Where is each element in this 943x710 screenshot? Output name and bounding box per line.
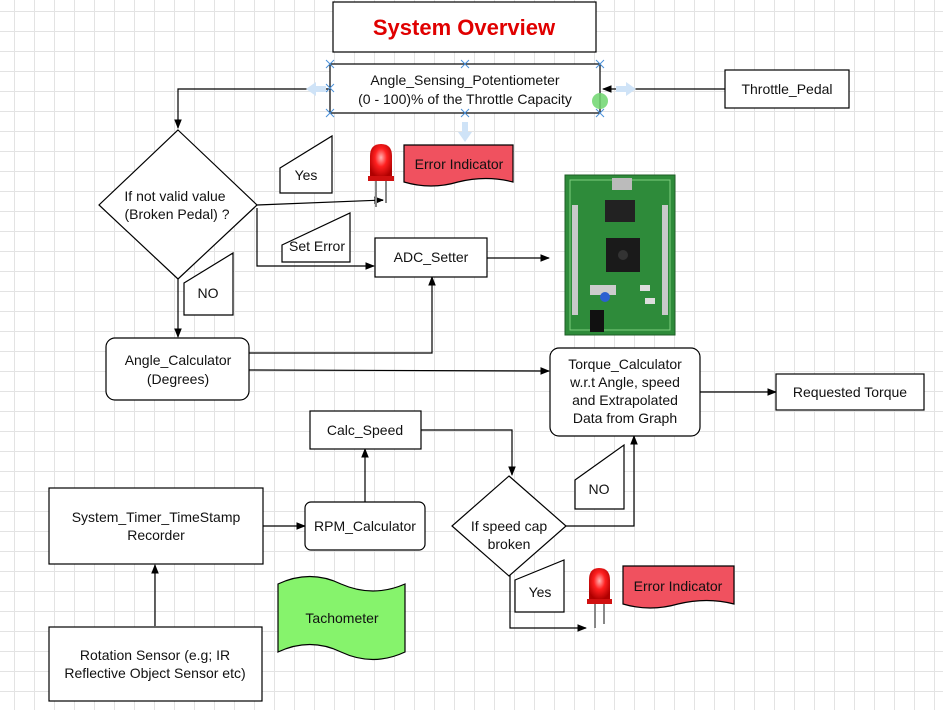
valid-check-line1: If not valid value xyxy=(124,188,225,204)
angle-calculator-line2: (Degrees) xyxy=(147,371,209,387)
led-icon xyxy=(368,144,394,207)
tachometer-node[interactable]: Tachometer xyxy=(277,575,406,661)
error-indicator-1[interactable]: Error Indicator xyxy=(403,144,514,187)
throttle-node[interactable]: Throttle_Pedal xyxy=(724,69,850,109)
torque-calculator-node[interactable]: Torque_Calculator w.r.t Angle, speed and… xyxy=(549,347,701,437)
timer-recorder-line1: System_Timer_TimeStamp xyxy=(72,509,241,525)
adc-setter-node[interactable]: ADC_Setter xyxy=(374,237,488,278)
no-label-2[interactable]: NO xyxy=(574,443,625,510)
valid-check-decision[interactable]: If not valid value (Broken Pedal) ? xyxy=(98,129,258,280)
connect-arrow-left-icon[interactable] xyxy=(306,82,326,96)
angle-calculator-line1: Angle_Calculator xyxy=(125,352,232,368)
connect-arrow-down-icon[interactable] xyxy=(458,122,472,142)
speed-check-line2: broken xyxy=(488,536,531,552)
yes-label-2[interactable]: Yes xyxy=(514,559,565,613)
edge-valid-check-to-adc xyxy=(256,208,375,270)
adc-setter-label: ADC_Setter xyxy=(394,249,469,265)
requested-torque-label: Requested Torque xyxy=(793,384,907,400)
torque-calculator-line4: Data from Graph xyxy=(573,410,677,426)
yes-label-1-text: Yes xyxy=(295,167,318,183)
error-indicator-2[interactable]: Error Indicator xyxy=(622,565,735,609)
torque-calculator-line3: and Extrapolated xyxy=(572,392,678,408)
rotation-sensor-line1: Rotation Sensor (e.g; IR xyxy=(80,647,230,663)
rpm-calculator-node[interactable]: RPM_Calculator xyxy=(304,501,426,551)
rpm-calculator-label: RPM_Calculator xyxy=(314,518,416,534)
rotation-sensor-line2: Reflective Object Sensor etc) xyxy=(64,665,245,681)
speed-check-line1: If speed cap xyxy=(471,518,547,534)
microcontroller-board-image xyxy=(564,174,676,336)
potentiometer-label-line2: (0 - 100)% of the Throttle Capacity xyxy=(358,91,572,107)
throttle-label: Throttle_Pedal xyxy=(741,81,832,97)
calc-speed-label: Calc_Speed xyxy=(327,422,403,438)
edges xyxy=(151,85,777,632)
edge-potentiometer-to-valid-check xyxy=(174,88,330,129)
page-title: System Overview xyxy=(373,15,556,40)
speed-check-decision[interactable]: If speed cap broken xyxy=(451,475,567,577)
set-error-label[interactable]: Set Error xyxy=(281,212,351,263)
edge-speed-check-to-error2 xyxy=(509,575,587,632)
torque-calculator-line1: Torque_Calculator xyxy=(568,356,682,372)
calc-speed-node[interactable]: Calc_Speed xyxy=(309,410,422,450)
error-indicator-2-label: Error Indicator xyxy=(634,578,723,594)
edge-angle-calc-to-adc xyxy=(249,276,436,354)
connect-arrow-right-icon[interactable] xyxy=(616,82,636,96)
edge-calc-speed-to-speed-check xyxy=(421,429,516,476)
tachometer-label: Tachometer xyxy=(305,610,378,626)
timer-recorder-node[interactable]: System_Timer_TimeStamp Recorder xyxy=(48,487,264,565)
yes-label-1[interactable]: Yes xyxy=(279,134,333,194)
title-box[interactable]: System Overview xyxy=(332,1,597,53)
angle-calculator-node[interactable]: Angle_Calculator (Degrees) xyxy=(105,337,250,401)
rotation-sensor-node[interactable]: Rotation Sensor (e.g; IR Reflective Obje… xyxy=(48,626,263,702)
torque-calculator-line2: w.r.t Angle, speed xyxy=(569,374,680,390)
connection-point-icon[interactable] xyxy=(592,93,608,109)
potentiometer-label-line1: Angle_Sensing_Potentiometer xyxy=(370,72,559,88)
led-icon xyxy=(587,568,612,628)
yes-label-2-text: Yes xyxy=(529,584,552,600)
edge-speed-check-to-torque xyxy=(566,435,638,527)
no-label-2-text: NO xyxy=(589,481,610,497)
no-label-1[interactable]: NO xyxy=(183,251,234,316)
set-error-text: Set Error xyxy=(289,238,345,254)
no-label-1-text: NO xyxy=(198,285,219,301)
valid-check-line2: (Broken Pedal) ? xyxy=(124,206,229,222)
requested-torque-node[interactable]: Requested Torque xyxy=(775,373,925,411)
timer-recorder-line2: Recorder xyxy=(127,527,185,543)
edge-valid-check-to-error1 xyxy=(256,196,384,206)
error-indicator-1-label: Error Indicator xyxy=(415,156,504,172)
potentiometer-node[interactable]: Angle_Sensing_Potentiometer (0 - 100)% o… xyxy=(306,59,636,142)
selection-handles xyxy=(325,59,605,118)
edge-angle-calc-to-torque xyxy=(248,367,550,375)
